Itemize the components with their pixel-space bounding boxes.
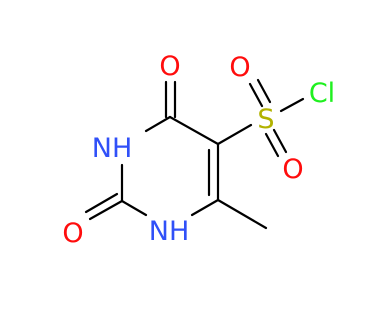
atom-o-carbonyl-top: O [159,51,180,82]
bond-c6-n1 [190,198,220,217]
bond-s-o-bot-2 [272,128,288,154]
bond-n1-c2 [120,199,148,217]
atom-nh-left: NH [92,133,133,164]
bond-s-o-top [248,82,264,108]
bond-c4-c5 [168,115,220,146]
bond-s-o-top-2 [256,78,272,104]
atom-o-carbonyl-left: O [62,218,83,249]
atom-o-sulfonyl-top: O [229,52,250,83]
bond-c2-o-2 [84,192,119,214]
bond-c6-methyl [216,198,268,230]
bond-c2-o [88,199,124,221]
bond-n3-c4 [144,115,172,133]
bond-c5-s [216,123,253,146]
atom-nh-bottom: NH [149,216,190,247]
atom-chlorine: Cl [309,78,335,109]
atom-sulfur: S [257,104,274,135]
bond-s-cl [279,97,305,113]
atom-o-sulfonyl-bottom: O [282,154,303,185]
bond-s-o-bot [264,132,280,158]
